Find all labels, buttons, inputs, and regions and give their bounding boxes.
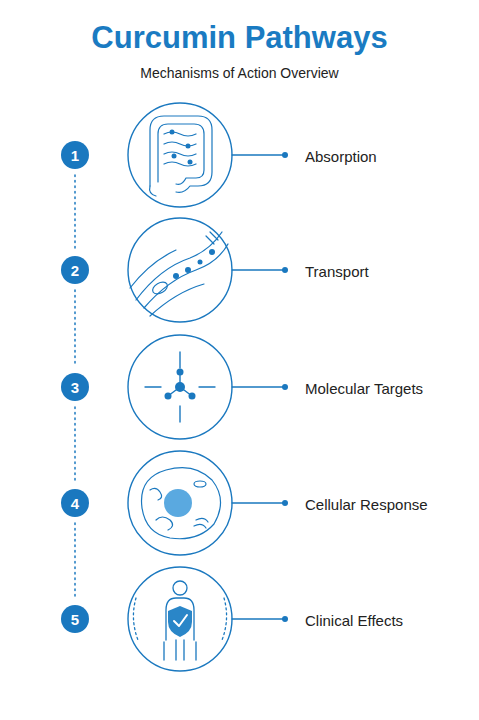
intestine-icon	[150, 116, 212, 196]
leader-lines	[232, 155, 285, 619]
dotted-connector	[74, 407, 76, 483]
cell-nucleus	[164, 489, 192, 517]
title: Curcumin Pathways	[91, 20, 387, 56]
target-icon	[145, 352, 215, 422]
step-number-text: 5	[71, 611, 79, 628]
check-mark	[174, 615, 187, 626]
icon-circle	[128, 218, 232, 322]
icon-circle	[128, 103, 232, 207]
blood-vessel-icon	[130, 232, 228, 316]
step-number: 3	[61, 373, 89, 401]
step-number-text: 3	[71, 379, 79, 396]
icon-circle	[128, 451, 232, 555]
step-number: 1	[61, 141, 89, 169]
icon-circle	[128, 335, 232, 439]
step-label: Absorption	[305, 148, 377, 165]
intestine-dots	[170, 130, 193, 165]
step-label: Molecular Targets	[305, 380, 423, 397]
step-label: Cellular Response	[305, 496, 428, 513]
icon-circle	[128, 567, 232, 671]
dotted-connector	[74, 175, 76, 250]
step-number-text: 2	[71, 262, 79, 279]
shield	[168, 606, 192, 637]
step-label: Transport	[305, 263, 369, 280]
subtitle: Mechanisms of Action Overview	[140, 65, 338, 81]
blood-cells	[173, 249, 215, 279]
step-number-text: 1	[71, 147, 79, 164]
step-label: Clinical Effects	[305, 612, 403, 629]
dotted-connector	[74, 523, 76, 599]
cell-icon	[142, 468, 221, 539]
step-number-text: 4	[71, 495, 79, 512]
step-number: 5	[61, 605, 89, 633]
leader-dots	[282, 152, 288, 622]
step-number: 2	[61, 256, 89, 284]
person-icon	[133, 581, 226, 660]
step-number: 4	[61, 489, 89, 517]
molecule-dots	[165, 369, 196, 400]
dotted-connector	[74, 290, 76, 367]
